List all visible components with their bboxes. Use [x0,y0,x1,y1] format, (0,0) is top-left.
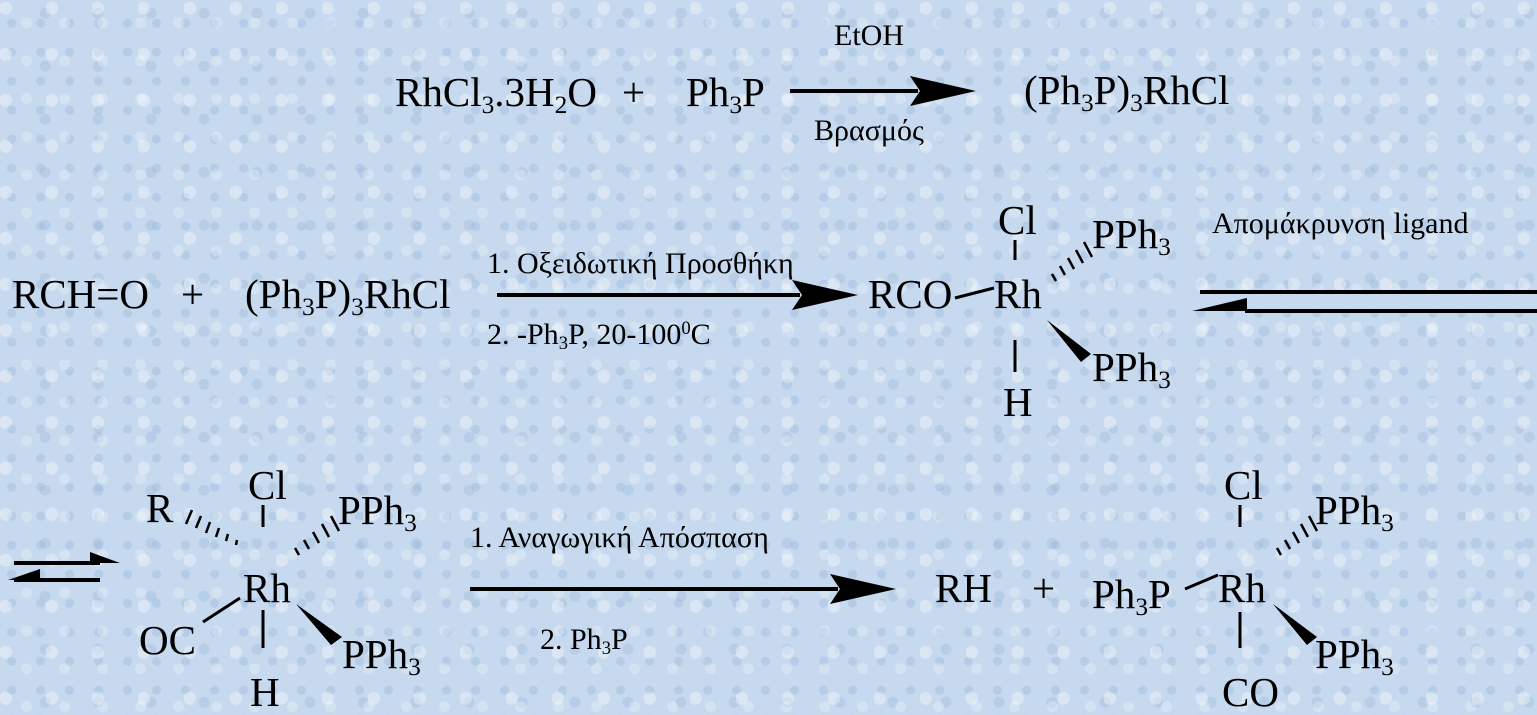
phosphine-ligand-left: Ph3P [1092,571,1171,622]
plus-sign: + [181,271,205,317]
reagent-label: EtOH [834,19,904,52]
hydride-ligand: H [250,669,280,715]
equilibrium-arrows-right [1192,290,1537,313]
carbonyl-ligand: OC [139,617,196,663]
rhodium-center: Rh [994,271,1042,317]
complex2-bonds [184,505,342,648]
chloride-ligand: Cl [248,462,287,508]
phosphine-ligand-lower: PPh3 [342,631,421,682]
phosphine-ligand-upper: PPh3 [1092,211,1171,262]
plus-sign: + [1032,565,1056,611]
phosphine-ligand-upper: PPh3 [1315,487,1394,538]
carbonyl-ligand: CO [1222,669,1279,715]
complex3-bonds [1184,505,1319,648]
chloride-ligand: Cl [1224,462,1263,508]
rhodium-center: Rh [243,565,291,611]
reaction2-arrow [497,280,858,310]
rhodium-trichloride-hydrate: RhCl3.3H2O [395,69,597,120]
phosphine-ligand-lower: PPh3 [1092,344,1171,395]
aldehyde: RCH=O [12,271,150,317]
reaction3-arrow [470,574,896,604]
plus-sign: + [622,69,646,115]
hydride-ligand: H [1003,379,1033,425]
phosphine-ligand-upper: PPh3 [338,487,417,538]
conditions-label: 2. -Ph3P, 20-1000C [487,317,711,355]
phosphine-addition-label: 2. Ph3P [540,623,628,660]
complex1-bonds [954,240,1094,372]
reaction1-arrow [790,76,976,106]
rhodium-center: Rh [1218,565,1266,611]
chloride-ligand: Cl [998,197,1037,243]
oxidative-addition-label: 1. Οξειδωτική Προσθήκη [487,247,794,280]
alkane-product: RH [935,565,992,611]
wilkinson-catalyst: (Ph3P)3RhCl [245,271,451,322]
equilibrium-arrows-left [8,552,120,582]
alkyl-ligand: R [146,485,174,531]
phosphine-ligand-lower: PPh3 [1315,631,1394,682]
triphenylphosphine: Ph3P [686,69,765,120]
ligand-removal-label: Απομάκρυνση ligand [1212,207,1469,240]
condition-label: Βρασμός [814,114,924,147]
acyl-ligand: RCO [868,271,953,317]
wilkinson-catalyst: (Ph3P)3RhCl [1024,67,1230,118]
reductive-elimination-label: 1. Αναγωγική Απόσπαση [470,521,769,554]
